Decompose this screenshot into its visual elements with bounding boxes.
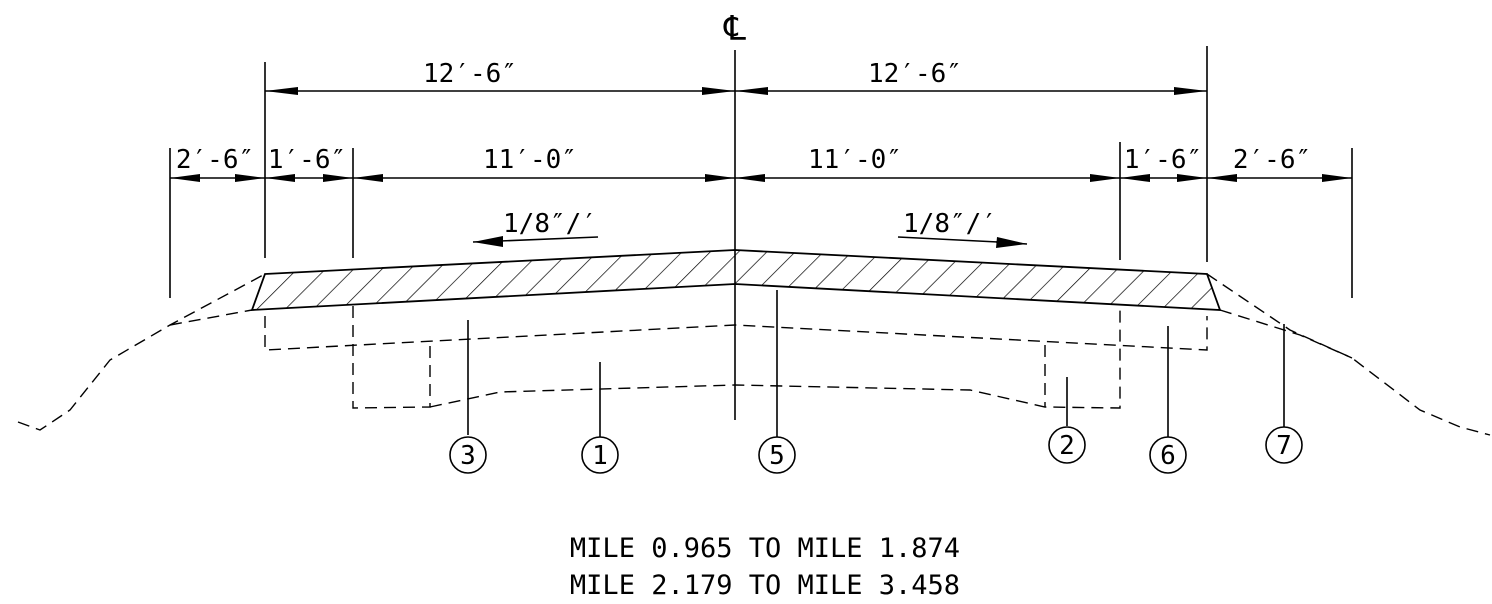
callout-5: 5 bbox=[758, 436, 796, 474]
callout-6: 6 bbox=[1149, 436, 1187, 474]
pavement-surface-hatched bbox=[250, 249, 1222, 311]
slope-label-left: 1/8″/′ bbox=[503, 209, 597, 239]
subsurface-layers bbox=[17, 273, 1491, 436]
callout-leaders bbox=[467, 290, 1285, 442]
dimension-left-half-width: 12′-6″ bbox=[423, 59, 517, 89]
dimension-left-lane: 11′-0″ bbox=[483, 145, 577, 175]
callout-2: 2 bbox=[1048, 426, 1086, 464]
dimension-left-outer: 2′-6″ bbox=[176, 145, 254, 175]
dimension-left-shoulder: 1′-6″ bbox=[268, 145, 346, 175]
callout-7: 7 bbox=[1265, 426, 1303, 464]
slope-label-right: 1/8″/′ bbox=[903, 209, 997, 239]
callout-3: 3 bbox=[449, 436, 487, 474]
svg-text:7: 7 bbox=[1276, 431, 1292, 461]
dimension-line-lanes bbox=[170, 174, 1352, 182]
note-line-1: MILE 0.965 TO MILE 1.874 bbox=[570, 533, 960, 564]
svg-text:2: 2 bbox=[1059, 431, 1075, 461]
svg-text:3: 3 bbox=[460, 441, 476, 471]
callout-1: 1 bbox=[581, 436, 619, 474]
svg-text:5: 5 bbox=[769, 441, 785, 471]
dimension-right-lane: 11′-0″ bbox=[808, 145, 902, 175]
svg-text:1: 1 bbox=[592, 441, 608, 471]
slope-arrow-left bbox=[472, 236, 599, 247]
dimension-right-shoulder: 1′-6″ bbox=[1124, 145, 1202, 175]
dimension-line-half-width bbox=[265, 87, 1207, 95]
slope-arrow-right bbox=[897, 236, 1028, 248]
note-line-2: MILE 2.179 TO MILE 3.458 bbox=[570, 570, 960, 601]
centerline-symbol: ℄ bbox=[723, 9, 746, 49]
svg-text:6: 6 bbox=[1160, 441, 1176, 471]
dimension-right-outer: 2′-6″ bbox=[1233, 145, 1311, 175]
dimension-right-half-width: 12′-6″ bbox=[868, 59, 962, 89]
